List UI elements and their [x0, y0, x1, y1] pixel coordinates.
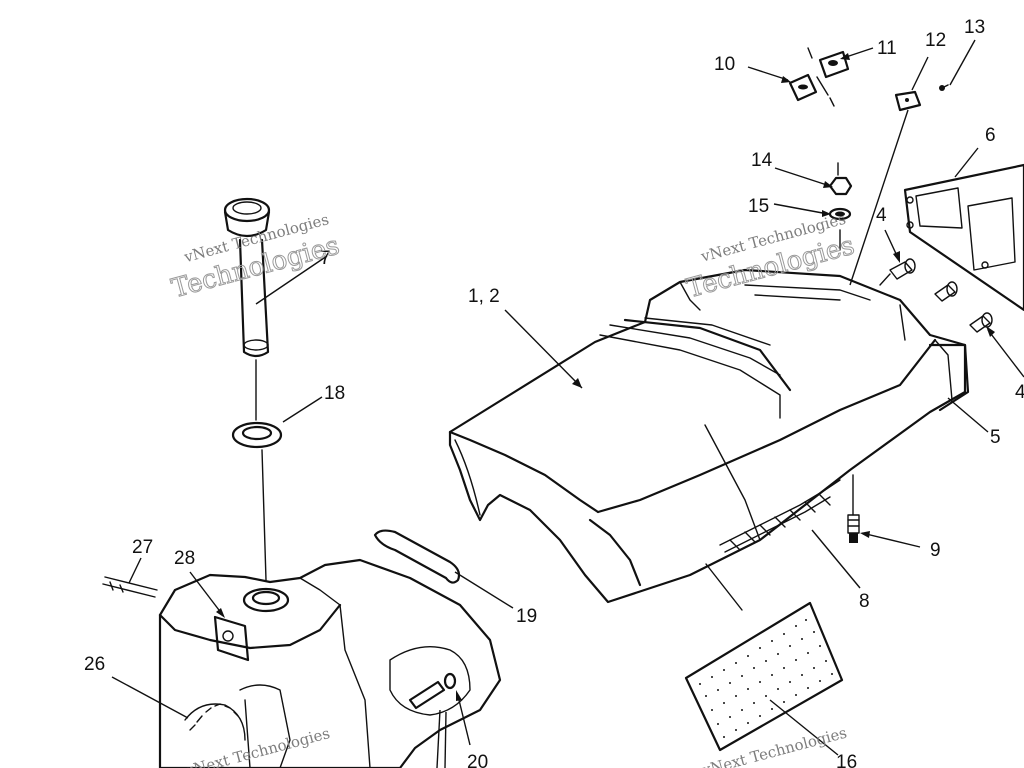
- label-seat-hinge: 8: [859, 591, 870, 612]
- label-trim: 5: [990, 427, 1001, 448]
- seat-drawing: [448, 268, 970, 604]
- label-bulb-b: 4: [1015, 382, 1024, 403]
- label-vent-hose: 27: [132, 537, 153, 558]
- watermark-bottom-left: vNext Technologies: [182, 724, 332, 768]
- seat-bolt-drawing: [847, 474, 860, 543]
- foam-pad-drawing: [684, 563, 844, 752]
- gasket-drawing: [231, 421, 283, 581]
- label-washer: 15: [748, 196, 769, 217]
- watermark-text: vNext Technologies: [182, 724, 332, 768]
- label-seat: 1, 2: [468, 286, 500, 307]
- label-screw: 13: [964, 17, 985, 38]
- part-labels: 1, 2 4 4 5 6 7 8 9 10 11 12 13 14 15 16 …: [84, 17, 1024, 768]
- label-tail-lens: 6: [985, 125, 996, 146]
- label-seat-bolt: 9: [930, 540, 941, 561]
- watermark-text: vNext Technologies: [699, 724, 849, 768]
- label-nut: 14: [751, 150, 773, 171]
- label-plate: 12: [925, 30, 946, 51]
- fuel-cap-drawing: [223, 197, 271, 421]
- watermark-bottom-right: vNext Technologies: [699, 724, 849, 768]
- label-strap: 19: [516, 606, 537, 627]
- watermark-top-left: vNext Technologies Technologies: [168, 210, 343, 304]
- label-latch-b: 11: [877, 38, 897, 59]
- fuel-tank-drawing: [158, 558, 502, 768]
- strap-drawing: [373, 529, 461, 584]
- label-foam-pad: 16: [836, 752, 857, 768]
- label-bulb-a: 4: [876, 205, 887, 226]
- label-clip: 28: [174, 548, 195, 569]
- label-fuel-cap: 7: [320, 248, 331, 269]
- label-gauge: 26: [84, 654, 105, 675]
- seat-hinge-drawing: [719, 479, 841, 553]
- hardware-drawing: [788, 47, 949, 251]
- leader-lines: [111, 39, 1024, 768]
- label-gasket: 18: [324, 383, 345, 404]
- vent-hose-drawing: [102, 576, 158, 598]
- tail-lens-drawing: [903, 163, 1024, 312]
- label-latch-a: 10: [714, 54, 735, 75]
- label-fitting: 20: [467, 752, 488, 768]
